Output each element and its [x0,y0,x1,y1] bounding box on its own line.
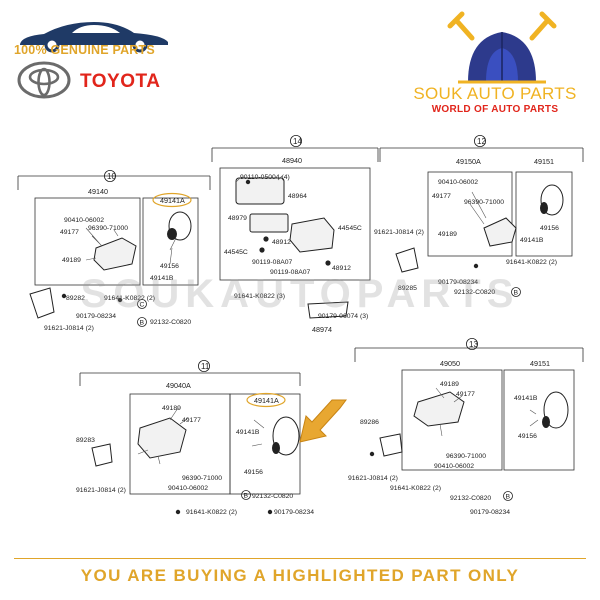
part-label: 49141B [236,429,260,436]
part-label: 44545C [224,249,248,256]
part-label: 49151 [530,359,550,368]
part-label: 48979 [228,215,247,222]
ref-mark: B [506,494,511,501]
part-label: 49156 [244,469,263,476]
part-label: 48912 [332,265,351,272]
genuine-parts-text: 100% GENUINE PARTS [14,43,155,57]
part-label: 92132-C0820 [450,495,491,502]
highlight-arrow-icon [299,399,347,443]
part-label: 49140 [88,187,108,196]
seller-tagline: WORLD OF AUTO PARTS [431,104,559,115]
part-label: 49156 [518,433,537,440]
part-label: 49189 [62,257,81,264]
part-label: 92132-C0820 [150,319,191,326]
part-label: 92132-C0820 [454,289,495,296]
part-label: 89282 [66,295,85,302]
part-label: 49156 [540,225,559,232]
part-label: 44545C [338,225,362,232]
part-label: 90410-06002 [64,217,104,224]
highlighted-part-label: 49141A [160,196,185,205]
group-number-10: 10 [107,172,116,181]
group-number-11: 11 [201,362,210,371]
part-label: 96390-71000 [182,475,222,482]
part-label: 49141B [514,395,538,402]
part-label: 49050 [440,359,460,368]
part-label: 48940 [282,156,302,165]
part-label: 90179-08234 [438,279,478,286]
part-label: 49177 [432,193,451,200]
part-label: 89285 [398,285,417,292]
part-label: 91621-J0814 (2) [374,229,424,236]
ref-mark: B [244,493,249,500]
part-label: 49151 [534,157,554,166]
part-label: 90119-08A07 [270,269,311,276]
part-label: 49150A [456,157,481,166]
part-label: 91641-K0822 (3) [234,293,285,300]
footer-notice: YOU ARE BUYING A HIGHLIGHTED PART ONLY [80,566,520,585]
highlighted-part-label: 49141A [254,396,279,405]
parts-diagram: 10 14 12 11 13 49140 49141A 90410-06002 … [17,134,584,516]
group-number-13: 13 [469,340,478,349]
part-label: 90179-08234 [470,509,510,516]
part-label: 89283 [76,437,95,444]
group-number-12: 12 [477,137,486,146]
part-label: 49141B [520,237,544,244]
part-label: 89286 [360,419,379,426]
part-label: 91641-K0822 (2) [390,485,441,492]
part-label: 90179-08234 [274,509,314,516]
part-label: 49177 [60,229,79,236]
part-label: 91641-K0822 (2) [506,259,557,266]
part-label: 96390-71000 [88,225,128,232]
part-label: 91621-J0814 (2) [76,487,126,494]
part-label: 91641-K0822 (2) [186,509,237,516]
ref-mark: C [140,302,145,309]
part-label: 92132-C0820 [252,493,293,500]
ref-mark: B [140,320,145,327]
part-label: 90110-05004 (4) [240,174,290,181]
toyota-emblem-icon [17,61,71,99]
part-label: 49156 [160,263,179,270]
part-label: 91641-K0822 (2) [104,295,155,302]
part-label: 90119-08A07 [252,259,293,266]
part-label: 91621-J0814 (2) [44,325,94,332]
part-label: 96390-71000 [446,453,486,460]
footer-divider [14,558,586,559]
part-label: 90410-06002 [434,463,474,470]
ref-mark: B [514,290,519,297]
part-label: 90410-06002 [438,179,478,186]
part-label: 96390-71000 [464,199,504,206]
group-number-14: 14 [293,137,302,146]
part-label: 49177 [456,391,475,398]
car-silhouette-icon [20,22,168,53]
toyota-wordmark: TOYOTA [80,71,161,92]
part-label: 90179-08234 [76,313,116,320]
souk-wrenches-logo-icon [447,11,557,84]
part-label: 49189 [440,381,459,388]
part-label: 49177 [182,417,201,424]
part-label: 91621-J0814 (2) [348,475,398,482]
part-label: 49141B [150,275,174,282]
seller-name: SOUK AUTO PARTS [413,84,577,103]
part-label: 90410-06002 [168,485,208,492]
part-label: 90179-06074 (3) [318,313,368,320]
part-label: 48912 [272,239,291,246]
part-label: 49040A [166,381,191,390]
part-label: 49189 [162,405,181,412]
part-label: 49189 [438,231,457,238]
part-label: 48964 [288,193,307,200]
part-label: 48974 [312,325,332,334]
